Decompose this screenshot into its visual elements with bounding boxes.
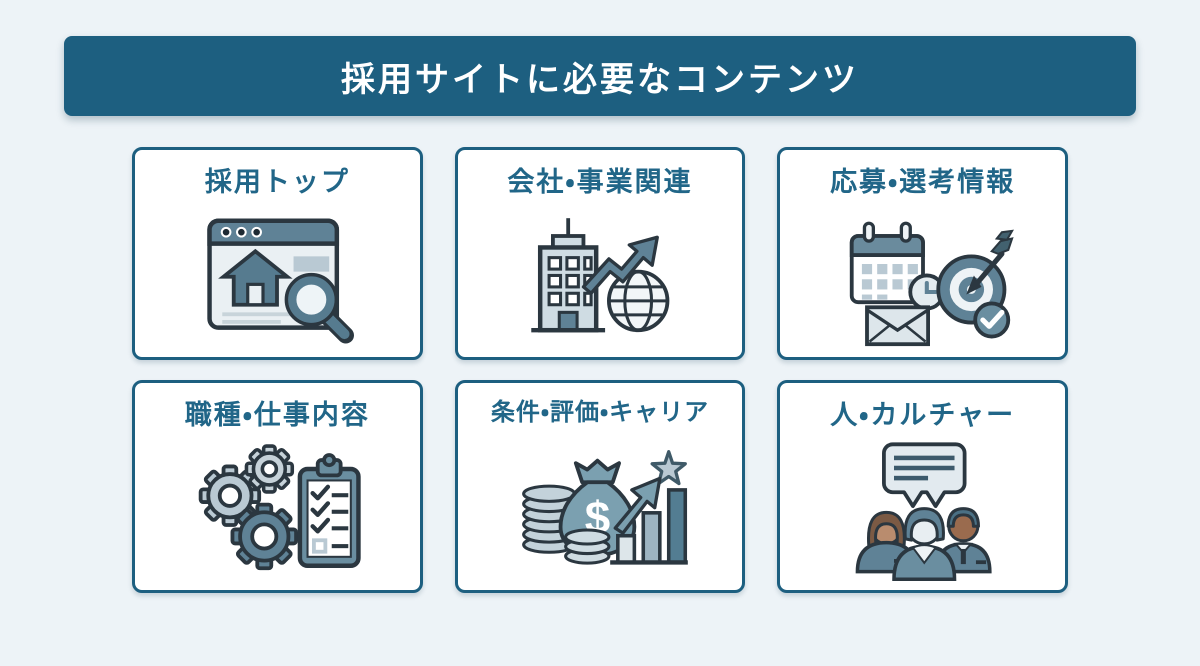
browser-search-icon: [135, 198, 420, 357]
card-company-business: 会社・事業関連: [454, 147, 746, 360]
card-title: 会社・事業関連: [507, 167, 693, 197]
people-chat-icon: [780, 431, 1065, 590]
card-conditions-career: 条件・評価・キャリア $: [454, 380, 746, 593]
money-bag-chart-icon: $: [458, 428, 743, 590]
content-grid: 採用トップ 会社・事業関連: [132, 147, 1068, 593]
header-banner: 採用サイトに必要なコンテンツ: [64, 36, 1136, 116]
card-title: 職種・仕事内容: [184, 400, 370, 430]
card-application-selection: 応募・選考情報: [777, 147, 1068, 360]
building-globe-growth-icon: [458, 198, 743, 357]
card-title: 採用トップ: [204, 167, 350, 197]
page-title: 採用サイトに必要なコンテンツ: [341, 60, 859, 99]
card-title: 人・カルチャー: [830, 400, 1016, 430]
gears-checklist-icon: [135, 431, 420, 590]
card-people-culture: 人・カルチャー: [777, 380, 1068, 593]
card-job-description: 職種・仕事内容: [132, 380, 423, 593]
calendar-mail-target-icon: [780, 198, 1065, 357]
card-title: 条件・評価・キャリア: [490, 399, 710, 426]
card-recruit-top: 採用トップ: [132, 147, 423, 360]
card-title: 応募・選考情報: [830, 167, 1016, 197]
